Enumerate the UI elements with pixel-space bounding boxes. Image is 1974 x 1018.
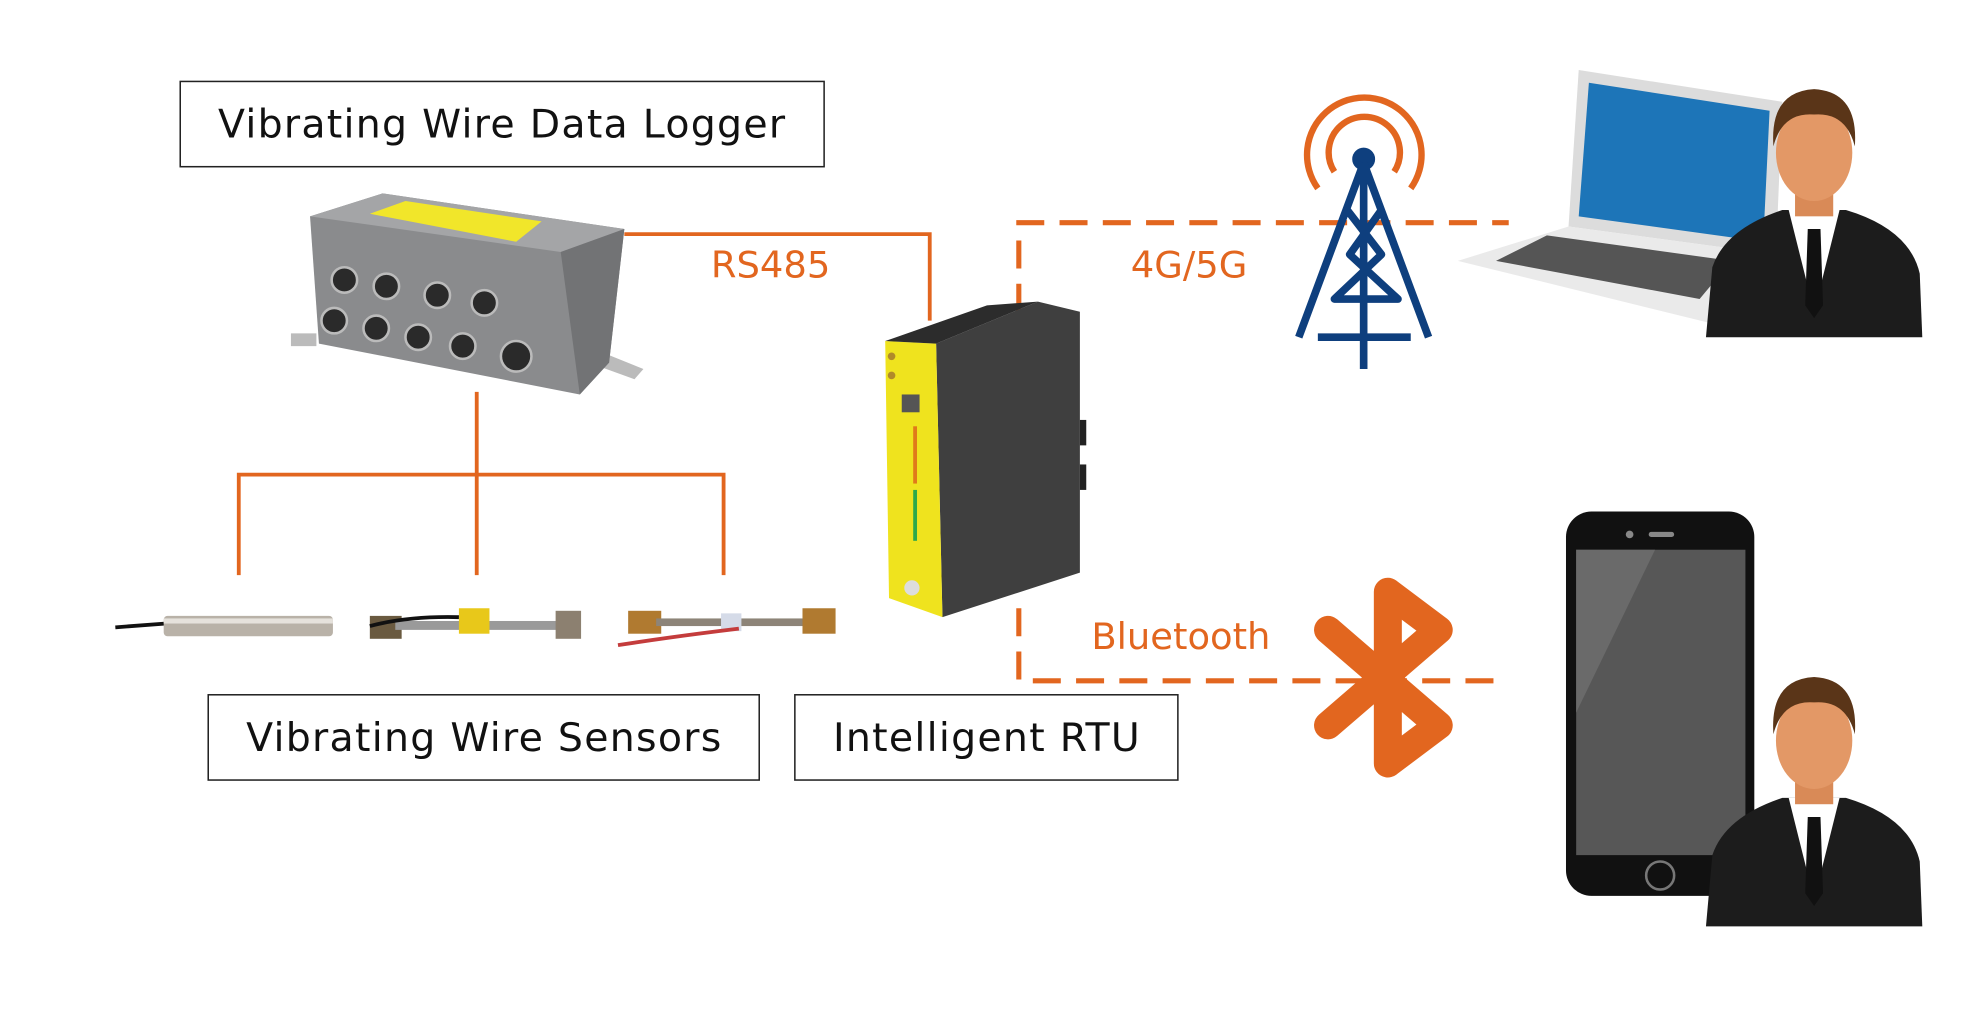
cell-tower-icon	[1295, 94, 1433, 370]
bluetooth-link	[1016, 608, 1509, 684]
laptop-icon	[1457, 69, 1783, 329]
vibrating-wire-sensor-3	[617, 608, 836, 648]
rs485-connection	[624, 232, 932, 321]
sensor-bus	[236, 391, 726, 576]
rtu-device	[885, 301, 1087, 618]
data-logger-label-text: Vibrating Wire Data Logger	[218, 101, 786, 147]
person-icon	[1705, 676, 1923, 927]
vibrating-wire-sensor-2	[369, 608, 582, 639]
rtu-label-text: Intelligent RTU	[833, 715, 1141, 761]
bluetooth-label: Bluetooth	[1091, 615, 1270, 658]
rs485-label: RS485	[711, 243, 830, 286]
cellular-link	[1016, 220, 1509, 312]
sensors-label-text: Vibrating Wire Sensors	[246, 715, 722, 761]
data-logger-label: Vibrating Wire Data Logger	[179, 80, 825, 168]
smartphone-icon	[1565, 511, 1755, 896]
cellular-label: 4G/5G	[1131, 243, 1248, 286]
bluetooth-icon	[1314, 577, 1453, 778]
sensors-label: Vibrating Wire Sensors	[207, 694, 760, 781]
data-logger-device	[290, 193, 644, 395]
rtu-label: Intelligent RTU	[794, 694, 1179, 781]
person-icon	[1705, 89, 1923, 338]
vibrating-wire-sensor-1	[115, 615, 333, 637]
